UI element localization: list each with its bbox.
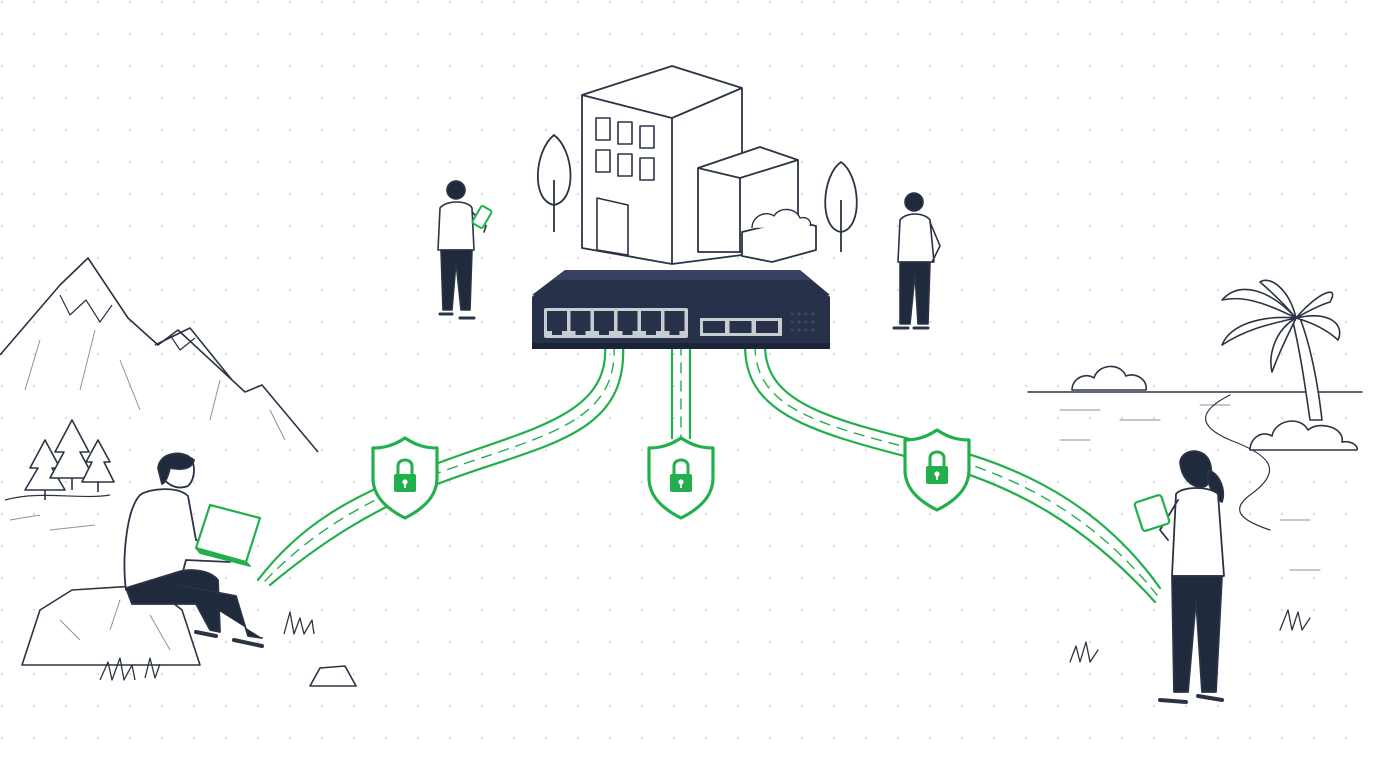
network-switch-icon <box>532 270 830 349</box>
lock-shield-icon <box>647 436 715 520</box>
tree-icon <box>536 134 572 232</box>
beach-scenery <box>1027 279 1363 663</box>
ethernet-port <box>664 311 685 335</box>
lock-shield-icon <box>371 436 439 520</box>
palm-tree-icon <box>1221 279 1341 421</box>
person-with-laptop-icon <box>123 452 264 648</box>
ethernet-port <box>570 311 591 335</box>
sfp-ports <box>703 321 778 333</box>
vpn-tunnel-center <box>670 343 692 440</box>
person-standing-icon <box>892 192 941 330</box>
sfp-port <box>703 321 725 333</box>
ethernet-port <box>594 311 614 335</box>
cloud-icon <box>1071 365 1147 391</box>
tree-icon <box>824 161 858 252</box>
office-building-icon <box>536 65 858 265</box>
ethernet-port <box>617 311 638 335</box>
sfp-port <box>729 321 752 333</box>
person-with-phone-icon <box>1133 450 1225 704</box>
pine-trees-icon <box>24 419 115 500</box>
ethernet-ports <box>547 311 685 335</box>
person-with-tablet-icon <box>437 180 493 320</box>
ethernet-port <box>547 311 567 335</box>
sfp-port <box>756 321 778 333</box>
lock-shield-icon <box>903 428 971 512</box>
ethernet-port <box>641 311 661 335</box>
